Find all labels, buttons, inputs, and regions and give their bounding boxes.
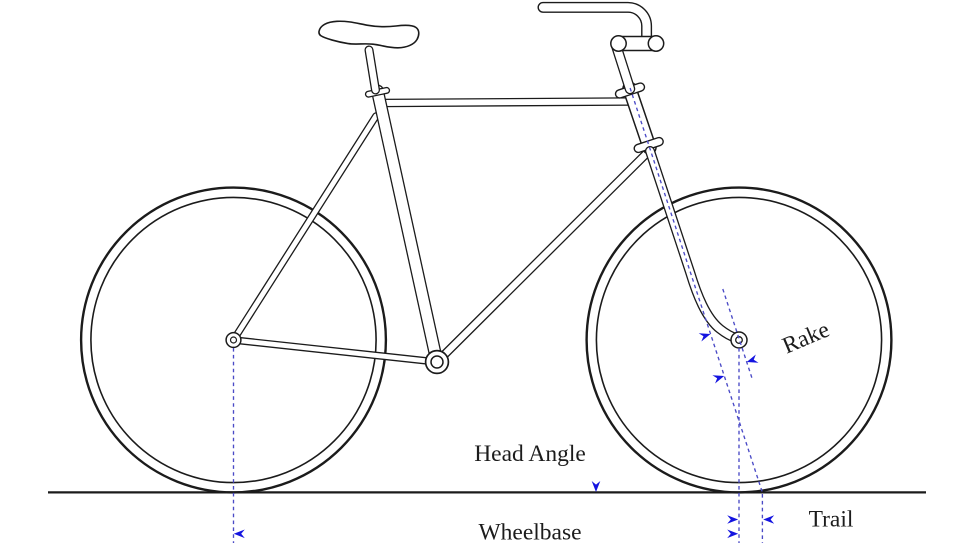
wheelbase-arrow-right — [727, 529, 739, 539]
bar-clamp-circle — [647, 35, 665, 52]
bicycle-frame — [234, 50, 649, 362]
head-angle-label: Head Angle — [474, 441, 586, 467]
stem-clamp-circle — [610, 35, 627, 52]
rear-hub — [225, 331, 242, 349]
trail-arrow-left — [727, 515, 739, 524]
head-angle-ground-arrow — [591, 481, 601, 492]
bottom-bracket — [424, 349, 450, 375]
dimension-arrows — [233, 329, 775, 539]
trail-label: Trail — [809, 507, 854, 533]
steering-axis-line — [629, 87, 764, 493]
rake-label: Rake — [779, 317, 834, 360]
hub-offset-line — [722, 288, 754, 381]
saddle — [318, 20, 420, 49]
front-hub — [730, 331, 748, 349]
stem-and-handlebar — [543, 7, 665, 89]
wheelbase-label: Wheelbase — [478, 520, 581, 546]
wheelbase-arrow-left — [233, 529, 245, 539]
front-fork — [650, 151, 736, 338]
trail-arrow-right — [763, 515, 775, 524]
construction-lines — [232, 87, 764, 543]
head-angle-axis-arrow — [712, 371, 726, 384]
